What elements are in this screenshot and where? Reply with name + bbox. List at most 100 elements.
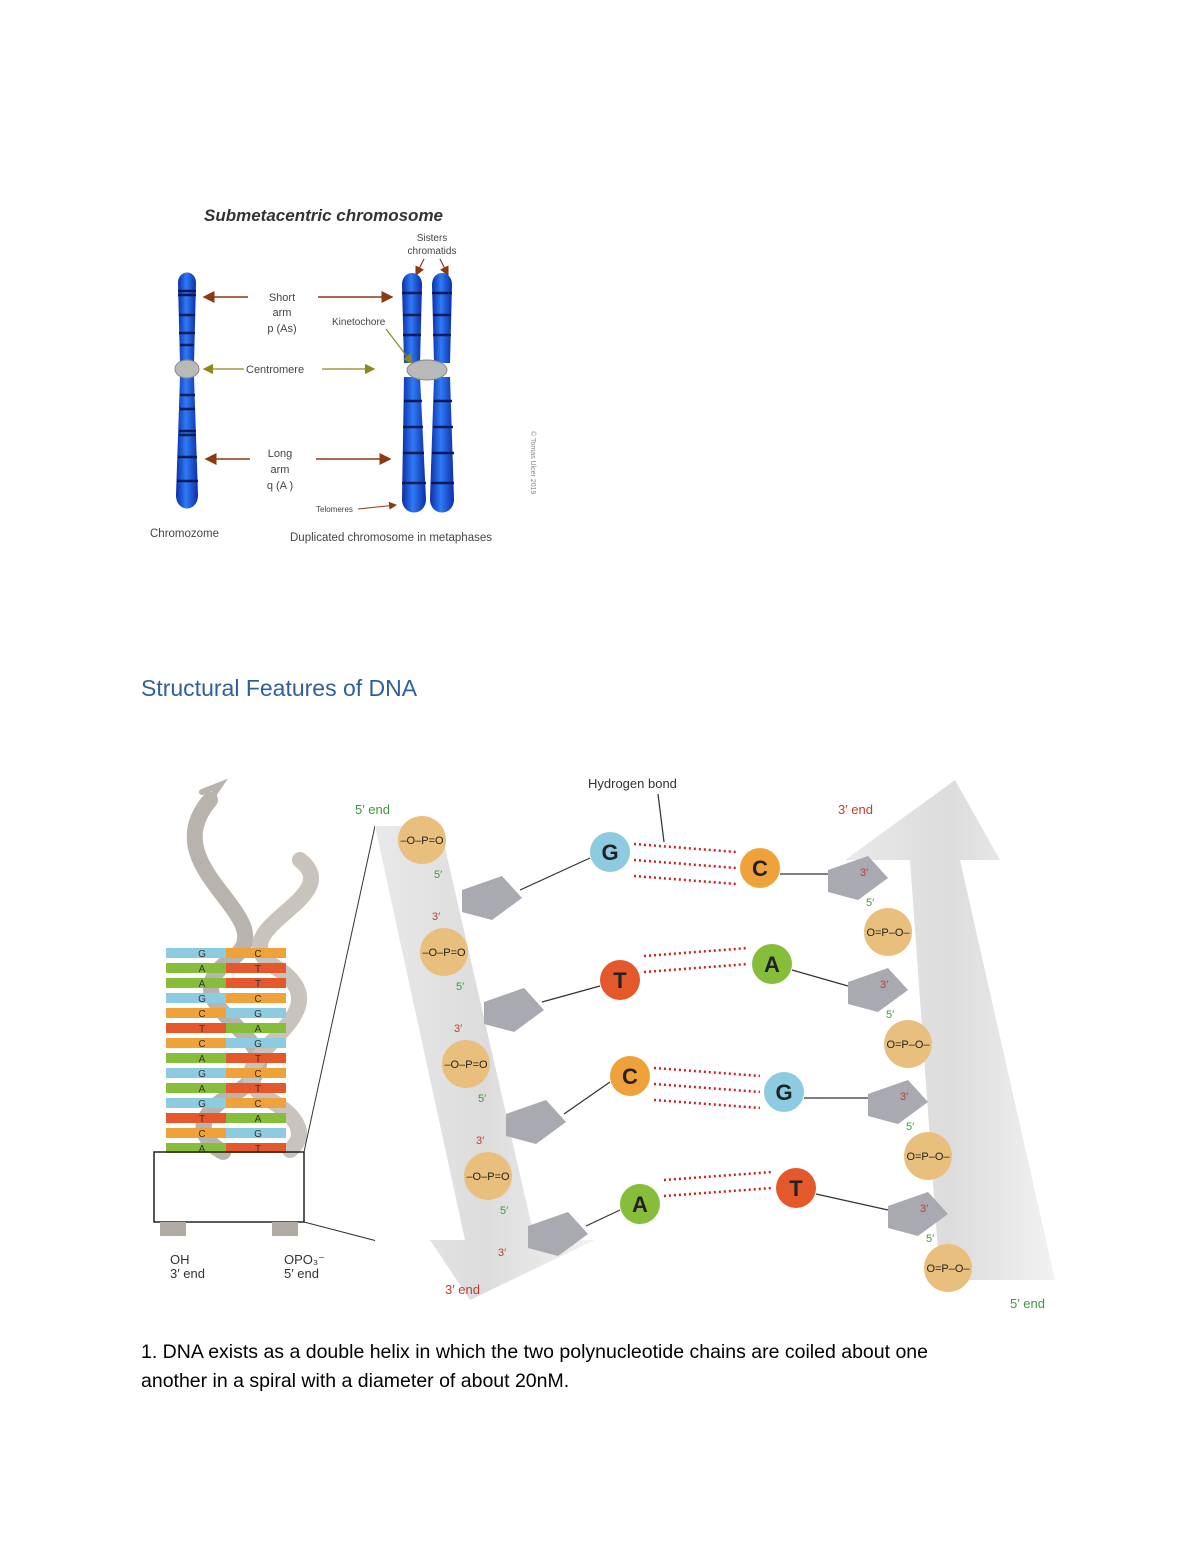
base-left	[590, 832, 630, 872]
base-pair-row: –O–P=OO=P–O–GC5′3′3′5′	[398, 816, 912, 956]
zoom-box	[153, 1151, 305, 1223]
helix-base-right	[226, 1098, 286, 1108]
long-arm-label-2: arm	[271, 464, 290, 476]
base-right	[752, 944, 792, 984]
helix-base-label: T	[199, 1024, 205, 1035]
paragraph-line-1: 1. DNA exists as a double helix in which…	[141, 1341, 928, 1363]
hydrogen-bond-line	[663, 1186, 773, 1198]
base-letter: A	[632, 1192, 648, 1217]
sugar-right	[888, 1192, 948, 1236]
right-bottom-end: 5′ end	[1010, 1296, 1045, 1311]
helix-base-label: T	[255, 1144, 261, 1155]
base-pair-row: –O–P=OO=P–O–AT5′3′3′5′	[464, 1152, 972, 1292]
sugar-right	[848, 968, 908, 1012]
helix-base-right	[226, 1113, 286, 1123]
chromosome-caption: Chromozome	[150, 528, 219, 540]
helix-base-right	[226, 1053, 286, 1063]
helix-base-label: A	[255, 1114, 262, 1125]
phosphate-label: O=P–O–	[886, 1039, 930, 1051]
helix-base-label: A	[199, 1144, 206, 1155]
helix-base-right	[226, 1008, 286, 1018]
helix-base-label: T	[199, 1114, 205, 1125]
helix-base-right	[226, 1128, 286, 1138]
long-arm-label: Long	[268, 448, 292, 460]
helix-base-label: C	[254, 1069, 261, 1080]
helix-base-label: G	[254, 1039, 262, 1050]
helix-base-left	[166, 1083, 226, 1093]
helix-base-right	[226, 1083, 286, 1093]
base-letter: T	[613, 968, 627, 993]
left-bottom-end: 3′ end	[445, 1282, 480, 1297]
phosphate-label: –O–P=O	[422, 947, 466, 959]
sugar-left	[528, 1212, 588, 1256]
phosphate-label: –O–P=O	[400, 835, 444, 847]
prime-3-label: 3′	[476, 1135, 484, 1147]
kinetochore-label: Kinetochore	[332, 317, 386, 328]
helix-base-left	[166, 1053, 226, 1063]
base-pair-row: –O–P=OO=P–O–TA5′3′3′5′	[420, 928, 932, 1068]
helix-base-left	[166, 1008, 226, 1018]
base-pair-row: –O–P=OO=P–O–CG5′3′3′5′	[442, 1040, 952, 1180]
helix-base-label: T	[255, 964, 261, 975]
base-letter: C	[752, 856, 768, 881]
copyright-text: © Tomas Ulcer 2019	[529, 431, 537, 494]
base-right	[740, 848, 780, 888]
base-letter: C	[622, 1064, 638, 1089]
prime-3-label: 3′	[432, 911, 440, 923]
sugar-left	[484, 988, 544, 1032]
helix-base-label: A	[199, 1084, 206, 1095]
centromere-duplicated	[406, 359, 448, 381]
prime-3-label: 3′	[920, 1203, 928, 1215]
helix-base-label: T	[255, 1084, 261, 1095]
hydrogen-bond-line	[633, 858, 737, 870]
base-right	[764, 1072, 804, 1112]
helix-base-left	[166, 993, 226, 1003]
helix-base-left	[166, 948, 226, 958]
phosphate-right	[924, 1244, 972, 1292]
helix-base-right	[226, 1068, 286, 1078]
helix-base-label: A	[199, 964, 206, 975]
sugar-left	[462, 876, 522, 920]
prime-5-label: 5′	[500, 1205, 508, 1217]
glycosidic-bond	[791, 969, 849, 987]
sisters-label: Sisters	[417, 233, 448, 244]
phosphate-left	[442, 1040, 490, 1088]
helix-base-left	[166, 1068, 226, 1078]
centromere-single	[174, 359, 200, 379]
helix-base-left	[166, 963, 226, 973]
phosphate-label: –O–P=O	[466, 1171, 510, 1183]
chromosome-diagram: Submetacentric chromosome Sisters chroma…	[150, 206, 537, 544]
right-top-end: 3′ end	[838, 802, 873, 817]
right-strand-arrow	[845, 780, 1055, 1280]
phosphate-label: O=P–O–	[866, 927, 910, 939]
sugar-right	[868, 1080, 928, 1124]
prime-5-label: 5′	[886, 1009, 894, 1021]
duplicated-chromosome	[402, 273, 454, 513]
phosphate-label: –O–P=O	[444, 1059, 488, 1071]
helix-base-left	[166, 1113, 226, 1123]
opo-end-label: 5′ end	[284, 1266, 319, 1281]
long-arm-label-3: q (A )	[267, 480, 293, 492]
helix-base-right	[226, 963, 286, 973]
short-arm-label-2: arm	[273, 307, 292, 319]
helix-base-label: C	[198, 1009, 205, 1020]
sugar-left	[506, 1100, 566, 1144]
prime-5-label: 5′	[926, 1233, 934, 1245]
prime-5-label: 5′	[906, 1121, 914, 1133]
glycosidic-bond	[519, 857, 591, 891]
helix-base-left	[166, 1038, 226, 1048]
prime-3-label: 3′	[454, 1023, 462, 1035]
helix-base-label: A	[255, 1024, 262, 1035]
helix-base-label: T	[255, 979, 261, 990]
prime-5-label: 5′	[866, 897, 874, 909]
